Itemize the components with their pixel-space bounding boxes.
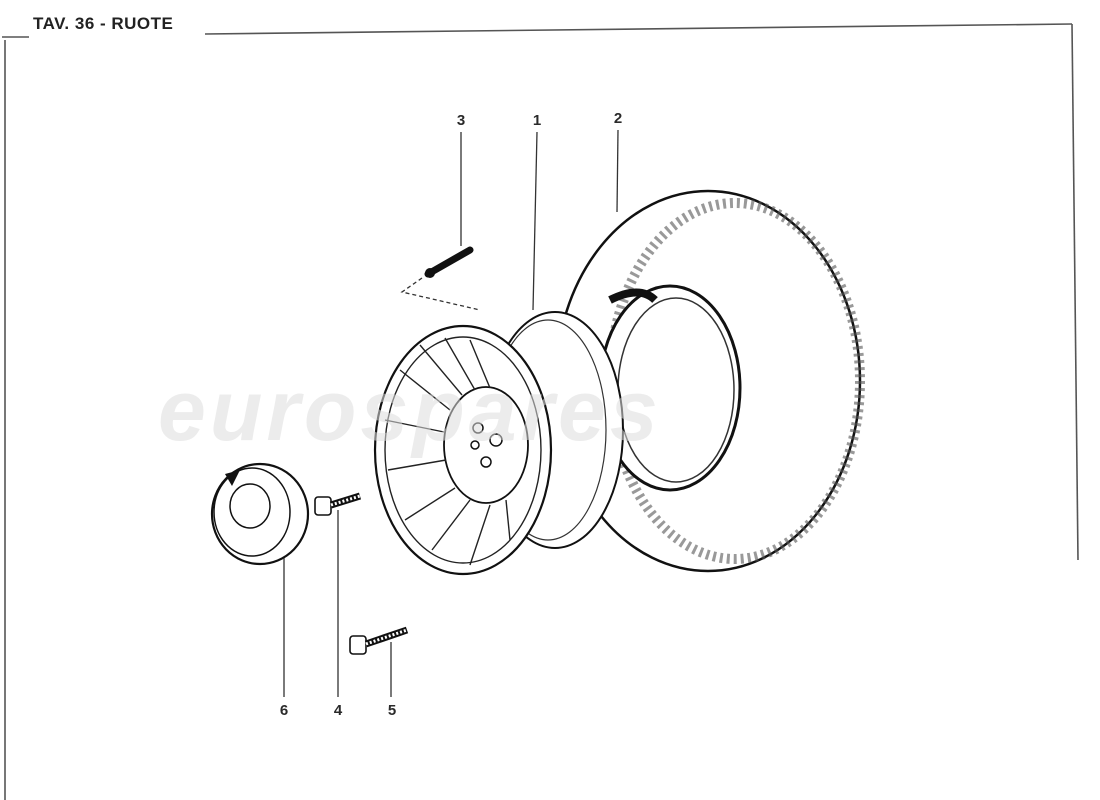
tyre-illustration [554, 189, 865, 573]
valve-illustration [400, 246, 481, 311]
sheet-title: TAV. 36 - RUOTE [31, 14, 180, 34]
callout-4[interactable]: 4 [333, 702, 343, 719]
callout-3[interactable]: 3 [456, 112, 466, 129]
callout-6[interactable]: 6 [279, 702, 289, 719]
bolt-short-illustration [314, 492, 362, 516]
callout-1[interactable]: 1 [532, 112, 542, 129]
sheet-frame [2, 23, 1079, 800]
hub-cap-illustration [210, 462, 310, 566]
callout-leader-lines [283, 129, 619, 697]
bolt-long-illustration [349, 626, 409, 655]
callout-2[interactable]: 2 [613, 110, 623, 127]
wheel-rim-illustration [373, 311, 624, 576]
callout-5[interactable]: 5 [387, 702, 397, 719]
